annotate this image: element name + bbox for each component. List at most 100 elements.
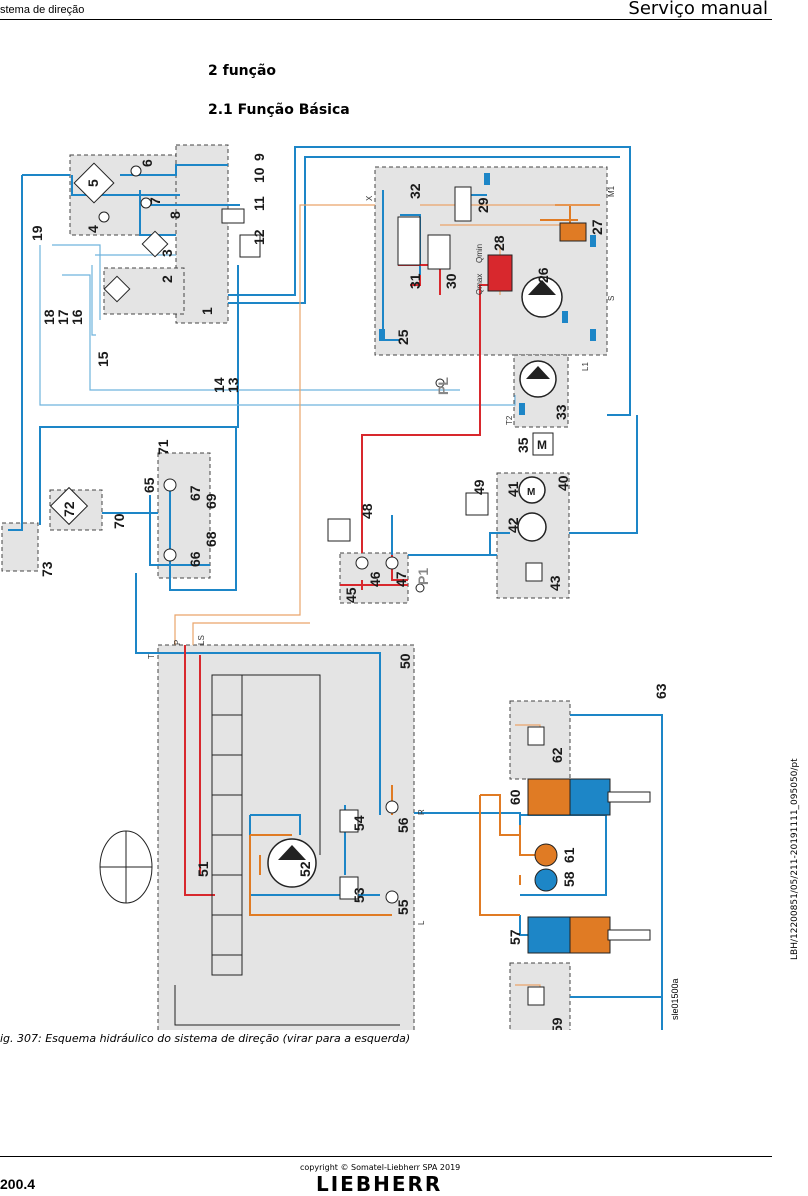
valve-block-1 [175, 144, 229, 324]
subsection-heading: 2.1 Função Básica [208, 102, 350, 118]
filter-2-icon [103, 275, 131, 303]
label-33: 33 [553, 404, 569, 420]
valve-11 [221, 208, 245, 224]
valve-59 [527, 986, 545, 1006]
sensor-48 [327, 518, 351, 542]
label-49: 49 [471, 479, 487, 495]
label-4: 4 [85, 225, 101, 233]
sensor-49 [465, 492, 489, 516]
label-41: 41 [505, 481, 521, 497]
label-qmax: Qmax [475, 274, 484, 295]
label-15: 15 [95, 351, 111, 367]
label-63: 63 [653, 683, 669, 699]
valve-30 [427, 234, 451, 270]
copyright-text: copyright © Somatel-Liebherr SPA 2019 [300, 1163, 461, 1172]
figure-caption: ig. 307: Esquema hidráulico do sistema d… [0, 1032, 411, 1045]
cylinder-57-head-side [569, 916, 611, 954]
port-m1: M1 [607, 185, 616, 197]
label-10: 10 [251, 167, 267, 183]
label-28: 28 [491, 235, 507, 251]
steering-unit-50 [157, 644, 415, 1030]
steering-cylinders [527, 778, 651, 954]
steering-wheel-assembly [99, 674, 400, 1026]
label-1: 1 [199, 307, 215, 315]
label-57: 57 [507, 929, 523, 945]
label-52: 52 [297, 861, 313, 877]
check-block-65 [157, 452, 211, 579]
valve-symbols [49, 162, 596, 1006]
pump-26 [521, 276, 563, 318]
valve-43 [525, 562, 543, 582]
port-t: T [147, 654, 156, 659]
brand-logo: LIEBHERR [316, 1172, 443, 1196]
label-26: 26 [535, 267, 551, 283]
label-27: 27 [589, 219, 605, 235]
label-2: 2 [159, 275, 175, 283]
label-9: 9 [251, 153, 267, 161]
label-40: 40 [555, 475, 571, 491]
label-68: 68 [203, 531, 219, 547]
valve-54 [339, 809, 359, 833]
label-69: 69 [203, 493, 219, 509]
valve-12 [239, 234, 261, 258]
port-l: L [417, 920, 426, 925]
compensator-28 [487, 254, 513, 292]
label-pl: PL [435, 377, 451, 395]
label-42: 42 [505, 517, 521, 533]
label-32: 32 [407, 183, 423, 199]
motor-41 [518, 476, 546, 504]
label-3: 3 [159, 249, 175, 257]
label-p1: P1 [415, 568, 431, 585]
accumulator-61 [534, 843, 558, 867]
label-58: 58 [561, 871, 577, 887]
hydraulic-schematic: 1 2 3 4 5 6 7 8 9 10 11 12 13 14 15 16 1… [1, 144, 669, 1030]
label-67: 67 [187, 485, 203, 501]
pump-42 [517, 512, 547, 542]
label-8: 8 [167, 211, 183, 219]
label-35: 35 [515, 437, 531, 453]
filter-3-icon [141, 230, 169, 258]
electric-motor-35 [532, 432, 554, 456]
port-p: P [173, 640, 182, 645]
label-7: 7 [147, 197, 163, 205]
label-56: 56 [395, 817, 411, 833]
drawing-reference: sle01500a [670, 978, 680, 1020]
label-12: 12 [251, 229, 267, 245]
label-53: 53 [351, 887, 367, 903]
label-17: 17 [55, 309, 71, 325]
cylinder-57-rod [607, 929, 651, 941]
label-6: 6 [139, 159, 155, 167]
label-30: 30 [443, 273, 459, 289]
header-section-title: stema de direção [0, 4, 85, 16]
label-72: 72 [61, 501, 77, 517]
return-lines [8, 146, 663, 1030]
pumps-motors [267, 222, 587, 888]
valve-53 [339, 876, 359, 900]
label-31: 31 [407, 273, 423, 289]
filter-5-icon [73, 162, 115, 204]
section-heading: 2 função [208, 63, 277, 79]
filter-72-icon [49, 486, 89, 526]
page-number: 200.4 [0, 1176, 36, 1192]
label-m-35: M [537, 438, 547, 452]
label-46: 46 [367, 571, 383, 587]
label-60: 60 [507, 789, 523, 805]
label-43: 43 [547, 575, 563, 591]
label-65: 65 [141, 477, 157, 493]
component-labels: 1 2 3 4 5 6 7 8 9 10 11 12 13 14 15 16 1… [29, 153, 669, 1030]
label-61: 61 [561, 847, 577, 863]
label-13: 13 [225, 377, 241, 393]
cylinder-60-head-side [569, 778, 611, 816]
label-11: 11 [251, 196, 267, 211]
label-73: 73 [39, 561, 55, 577]
label-71: 71 [155, 439, 171, 455]
port-l1: L1 [581, 362, 590, 371]
label-48: 48 [359, 503, 375, 519]
label-59: 59 [549, 1017, 565, 1030]
label-54: 54 [351, 815, 367, 831]
actuator-27 [559, 222, 587, 242]
label-18: 18 [41, 309, 57, 325]
label-16: 16 [69, 309, 85, 325]
label-66: 66 [187, 551, 203, 567]
port-t2: T2 [505, 415, 514, 425]
